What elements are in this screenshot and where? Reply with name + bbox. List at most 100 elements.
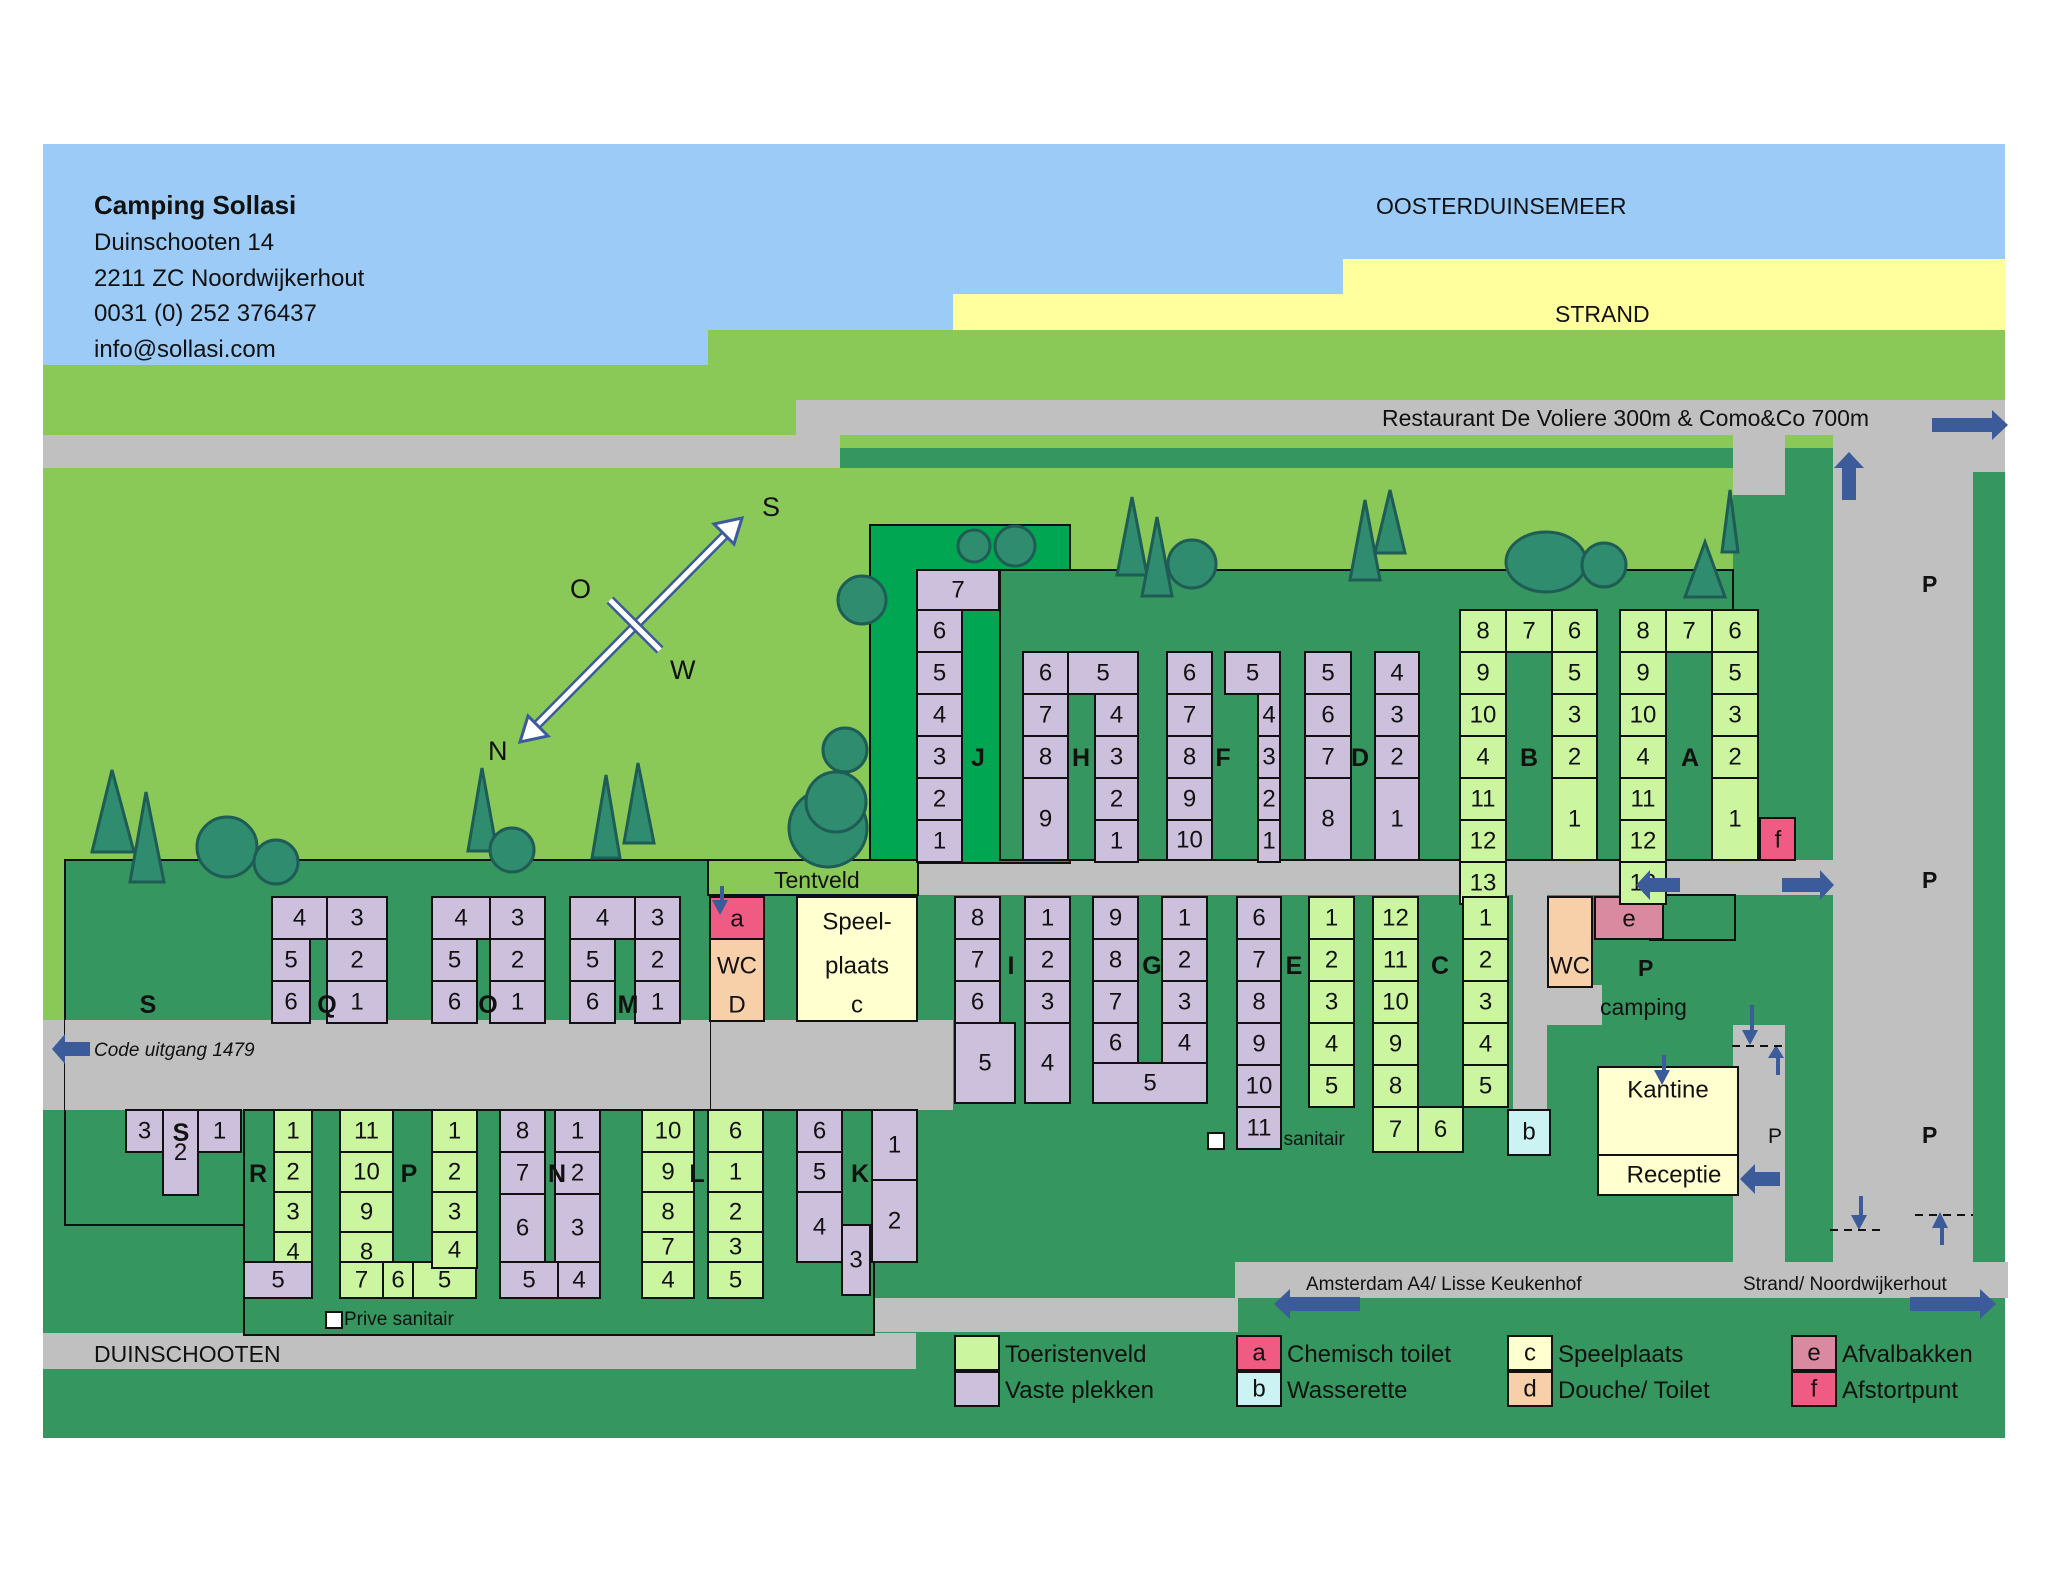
plot-cell[interactable] (707, 1151, 764, 1193)
plot-cell[interactable] (1166, 777, 1213, 821)
plot-cell[interactable] (1619, 693, 1667, 737)
plot-cell[interactable] (641, 1231, 695, 1263)
plot-cell[interactable] (641, 1151, 695, 1193)
plot-cell[interactable] (1236, 980, 1282, 1024)
plot-cell[interactable] (1236, 1106, 1282, 1150)
plot-cell[interactable] (1308, 1064, 1355, 1108)
plot-cell[interactable] (916, 569, 1000, 611)
plot-cell[interactable] (339, 1151, 394, 1193)
plot-cell[interactable] (1459, 609, 1507, 653)
plot-cell[interactable] (1022, 693, 1069, 737)
plot-cell[interactable] (1551, 651, 1598, 695)
plot-cell[interactable] (273, 1151, 313, 1193)
plot-cell[interactable] (125, 1109, 164, 1153)
plot-cell[interactable] (1417, 1106, 1464, 1153)
plot-cell[interactable] (1304, 777, 1352, 861)
plot-cell[interactable] (499, 1261, 559, 1299)
plot-cell[interactable] (1372, 980, 1419, 1024)
plot-cell[interactable] (569, 896, 636, 940)
plot-cell[interactable] (1711, 609, 1759, 653)
plot-cell[interactable] (557, 1261, 601, 1299)
plot-cell[interactable] (1665, 609, 1713, 653)
plot-cell[interactable] (197, 1109, 242, 1153)
plot-cell[interactable] (326, 896, 388, 940)
plot-cell[interactable] (916, 819, 963, 863)
plot-cell[interactable] (382, 1261, 414, 1299)
plot-cell[interactable] (499, 1109, 546, 1153)
plot-cell[interactable] (954, 1022, 1016, 1104)
plot-cell[interactable] (1092, 1022, 1139, 1064)
plot-cell[interactable] (1619, 819, 1667, 863)
plot-cell[interactable] (1459, 819, 1507, 863)
plot-cell[interactable] (954, 896, 1001, 940)
plot-cell[interactable] (1462, 980, 1509, 1024)
plot-cell[interactable] (273, 1109, 313, 1153)
plot-cell[interactable] (1462, 938, 1509, 982)
plot-cell[interactable] (273, 1191, 313, 1233)
plot-cell[interactable] (271, 896, 328, 940)
plot-cell[interactable] (707, 1191, 764, 1233)
plot-cell[interactable] (489, 896, 546, 940)
plot-cell[interactable] (1711, 777, 1759, 861)
plot-cell[interactable] (554, 1109, 601, 1153)
plot-cell[interactable] (1462, 1064, 1509, 1108)
plot-cell[interactable] (271, 938, 311, 982)
plot-cell[interactable] (1372, 1022, 1419, 1066)
plot-cell[interactable] (499, 1151, 546, 1195)
plot-cell[interactable] (1236, 1064, 1282, 1108)
plot-cell[interactable] (243, 1261, 313, 1299)
plot-cell[interactable] (1374, 777, 1420, 861)
plot-cell[interactable] (431, 1191, 478, 1233)
plot-cell[interactable] (641, 1261, 695, 1299)
plot-cell[interactable] (271, 980, 311, 1024)
plot-cell[interactable] (339, 1261, 384, 1299)
plot-cell[interactable] (1094, 819, 1139, 863)
plot-cell[interactable] (1022, 651, 1069, 695)
plot-cell[interactable] (707, 1109, 764, 1153)
plot-cell[interactable] (1161, 896, 1208, 940)
plot-cell[interactable] (1711, 651, 1759, 695)
plot-cell[interactable] (1619, 609, 1667, 653)
plot-cell[interactable] (1092, 896, 1139, 940)
plot-cell[interactable] (1711, 735, 1759, 779)
plot-cell[interactable] (1024, 896, 1071, 940)
plot-cell[interactable] (916, 777, 963, 821)
plot-cell[interactable] (841, 1224, 871, 1296)
plot-cell[interactable] (796, 1109, 843, 1153)
plot-cell[interactable] (431, 980, 478, 1024)
plot-cell[interactable] (1092, 1062, 1208, 1104)
plot-cell[interactable] (1092, 938, 1139, 982)
plot-cell[interactable] (1304, 735, 1352, 779)
plot-cell[interactable] (1094, 693, 1139, 737)
plot-cell[interactable] (554, 1193, 601, 1263)
plot-cell[interactable] (1257, 819, 1281, 863)
plot-cell[interactable] (1024, 1022, 1071, 1104)
plot-cell[interactable] (431, 1151, 478, 1193)
plot-cell[interactable] (1161, 938, 1208, 982)
plot-cell[interactable] (1372, 1106, 1419, 1153)
plot-cell[interactable] (431, 896, 491, 940)
plot-cell[interactable] (1374, 735, 1420, 779)
plot-cell[interactable] (1308, 980, 1355, 1024)
plot-cell[interactable] (489, 980, 546, 1024)
plot-cell[interactable] (1372, 1064, 1419, 1108)
plot-cell[interactable] (1551, 609, 1598, 653)
plot-cell[interactable] (431, 938, 478, 982)
plot-cell[interactable] (916, 693, 963, 737)
plot-cell[interactable] (1166, 735, 1213, 779)
plot-cell[interactable] (1166, 819, 1213, 861)
plot-cell[interactable] (1551, 777, 1598, 861)
plot-cell[interactable] (1711, 693, 1759, 737)
plot-cell[interactable] (1619, 735, 1667, 779)
plot-cell[interactable] (634, 980, 681, 1024)
plot-cell[interactable] (326, 938, 388, 982)
plot-cell[interactable] (1166, 693, 1213, 737)
plot-cell[interactable] (641, 1191, 695, 1233)
plot-cell[interactable] (1161, 980, 1208, 1024)
plot-cell[interactable] (871, 1179, 918, 1263)
plot-cell[interactable] (1224, 651, 1281, 695)
plot-cell[interactable] (1374, 651, 1420, 695)
plot-cell[interactable] (1022, 777, 1069, 861)
plot-cell[interactable] (489, 938, 546, 982)
plot-cell[interactable] (339, 1191, 394, 1233)
